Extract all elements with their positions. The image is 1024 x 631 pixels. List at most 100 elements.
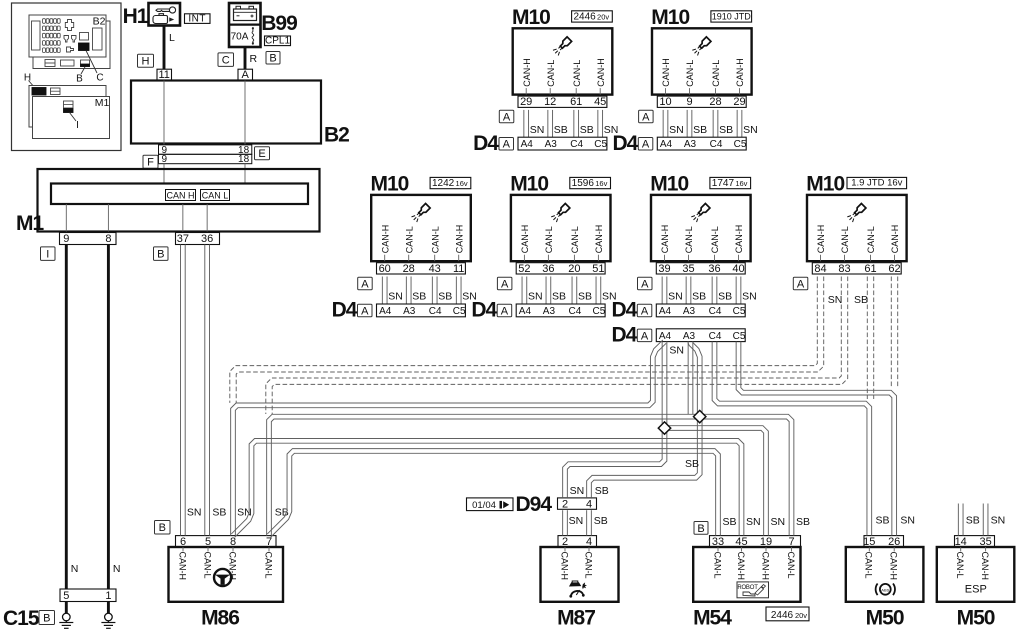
svg-text:CAN-H: CAN-H [380,225,390,254]
svg-text:8: 8 [105,233,111,245]
svg-text:7: 7 [788,536,794,548]
svg-text:CAN-L: CAN-L [866,226,876,253]
svg-text:A: A [501,278,509,290]
svg-text:L: L [169,32,175,44]
svg-text:CAN-L: CAN-L [546,60,556,87]
svg-text:SB: SB [966,514,980,526]
svg-text:SB: SB [723,516,737,528]
svg-text:CAN-H: CAN-H [227,552,237,581]
svg-text:5: 5 [205,536,211,548]
svg-text:18: 18 [238,154,250,165]
svg-text:SN: SN [669,124,684,136]
svg-text:I: I [76,120,79,131]
svg-text:M54: M54 [693,607,732,630]
svg-text:36: 36 [708,263,720,275]
svg-text:A: A [797,278,805,290]
svg-text:A4: A4 [660,139,673,150]
svg-text:SN: SN [602,290,617,302]
svg-text:SB: SB [854,294,868,306]
svg-text:D4: D4 [611,299,637,322]
svg-text:M50: M50 [866,607,904,630]
svg-text:28: 28 [403,263,415,275]
svg-text:19: 19 [760,536,772,548]
svg-text:SN: SN [187,507,202,519]
svg-text:CAN-H: CAN-H [522,58,532,87]
svg-text:36: 36 [201,233,213,245]
svg-text:R: R [250,53,258,65]
svg-text:SN: SN [528,290,543,302]
svg-text:CAN-L: CAN-L [263,552,273,579]
svg-text:B: B [697,523,704,535]
svg-text:SB: SB [580,124,594,136]
svg-text:SB: SB [693,124,707,136]
svg-text:M10: M10 [651,6,689,29]
svg-text:CAN-H: CAN-H [596,58,606,87]
svg-text:CAN-H: CAN-H [454,225,464,254]
svg-text:M10: M10 [512,6,550,29]
svg-text:H: H [142,56,150,68]
svg-text:M50: M50 [957,607,995,630]
svg-text:SB: SB [719,124,733,136]
svg-text:ABS: ABS [881,587,889,592]
svg-text:SN: SN [530,124,545,136]
svg-text:H1: H1 [123,5,149,28]
svg-text:SN: SN [604,124,619,136]
svg-text:11: 11 [158,69,169,81]
svg-text:4: 4 [586,536,592,548]
svg-text:45: 45 [735,536,747,548]
svg-text:SN: SN [462,290,477,302]
svg-text:A: A [641,305,649,317]
svg-text:B: B [43,612,50,624]
svg-text:CAN-L: CAN-L [711,60,721,87]
svg-text:C5: C5 [734,139,747,150]
svg-text:B: B [157,249,164,261]
svg-text:I: I [46,249,49,261]
svg-text:9: 9 [686,96,692,108]
svg-text:39: 39 [658,263,670,275]
svg-text:CAN-H: CAN-H [520,225,530,254]
svg-text:8: 8 [230,536,236,548]
svg-text:E: E [258,148,265,160]
svg-text:10: 10 [659,96,671,108]
svg-text:1242: 1242 [432,178,455,189]
svg-text:SN: SN [668,290,683,302]
svg-text:A3: A3 [545,139,558,150]
svg-text:62: 62 [888,263,900,275]
svg-text:C4: C4 [710,139,723,150]
svg-text:9: 9 [162,154,168,165]
svg-text:28: 28 [709,96,721,108]
svg-text:35: 35 [682,263,694,275]
svg-text:SB: SB [212,507,226,519]
svg-text:A4: A4 [521,139,534,150]
svg-text:CAN-H: CAN-H [177,552,187,581]
svg-text:CPL1: CPL1 [265,36,290,47]
svg-text:CAN-H: CAN-H [980,552,990,581]
svg-text:CAN-L: CAN-L [544,226,554,253]
svg-text:SN: SN [746,516,761,528]
svg-text:CAN-L: CAN-L [684,226,694,253]
svg-text:A4: A4 [519,306,532,317]
svg-text:C5: C5 [453,306,466,317]
svg-text:ROBOT: ROBOT [737,585,758,591]
svg-text:CAN-L: CAN-L [202,552,212,579]
svg-text:C15: C15 [3,607,40,630]
svg-text:A: A [503,111,511,123]
svg-text:51: 51 [592,263,604,275]
svg-text:CAN-L: CAN-L [570,226,580,253]
svg-text:CAN-H: CAN-H [736,552,746,581]
svg-text:CAN-H: CAN-H [735,58,745,87]
svg-text:C: C [222,55,230,67]
svg-text:18: 18 [238,145,250,156]
svg-text:C4: C4 [429,306,442,317]
svg-text:CAN-H: CAN-H [734,225,744,254]
svg-text:4: 4 [586,498,592,510]
svg-text:CAN-L: CAN-L [864,552,874,579]
svg-text:C5: C5 [733,331,746,342]
svg-text:C4: C4 [709,306,722,317]
svg-text:A4: A4 [659,331,672,342]
svg-text:29: 29 [733,96,745,108]
svg-text:SB: SB [595,485,609,497]
svg-text:A3: A3 [403,306,416,317]
svg-text:C: C [96,73,103,84]
svg-text:35: 35 [979,536,991,548]
